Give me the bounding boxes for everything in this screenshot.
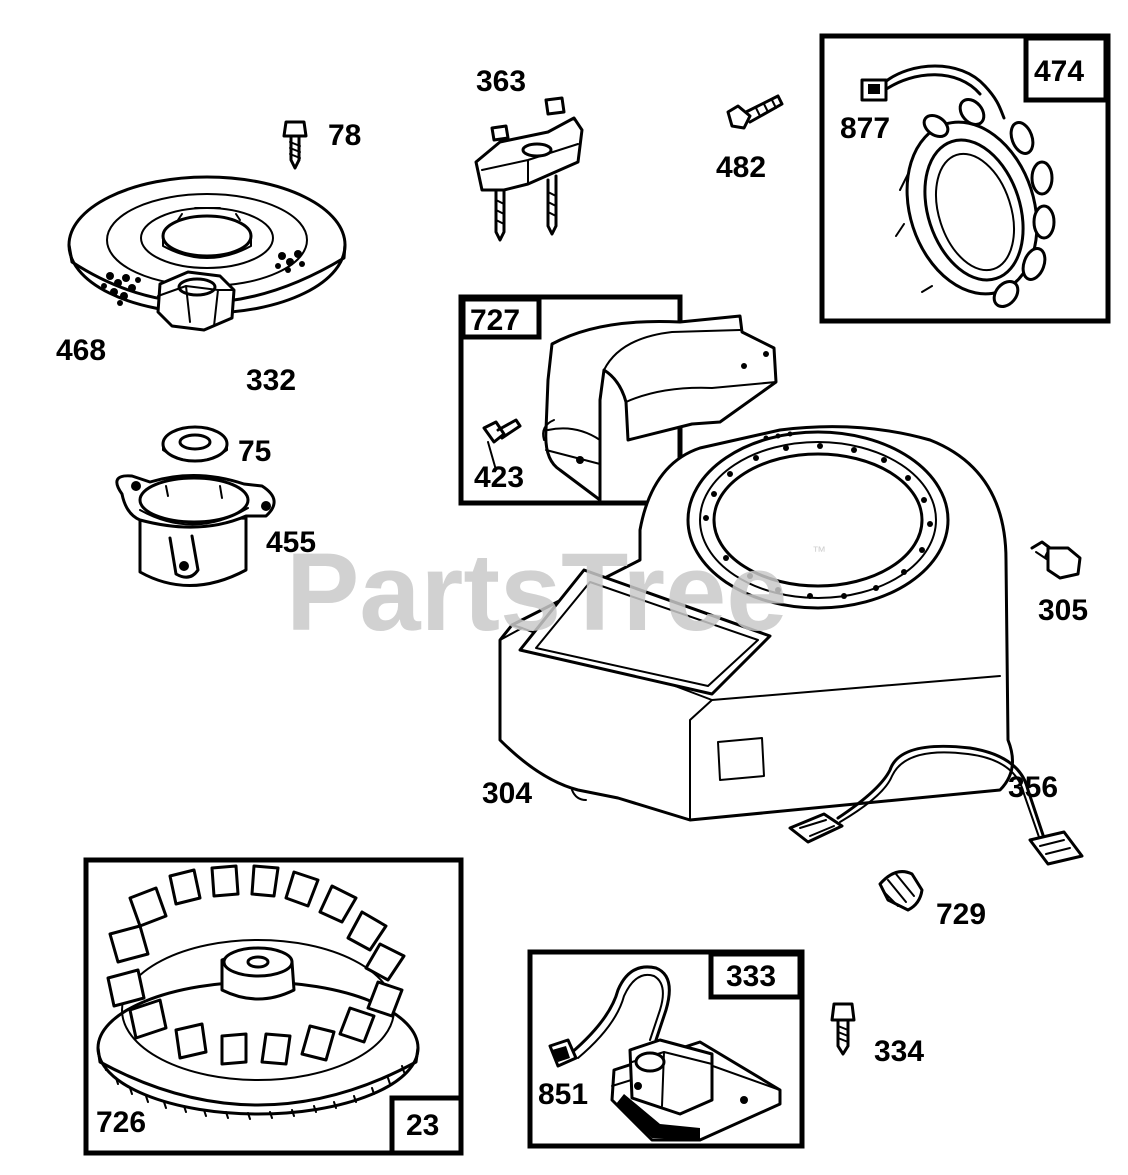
part-78-screw[interactable]: [282, 120, 308, 170]
callout-726: 726: [96, 1106, 146, 1139]
watermark-trademark: ™: [812, 543, 826, 559]
part-482-bolt[interactable]: [726, 94, 784, 130]
box-23-tag: [389, 1095, 464, 1156]
callout-23: 23: [406, 1109, 439, 1142]
box-474-tag: [1023, 35, 1109, 103]
part-356-ground-wire[interactable]: [788, 744, 1084, 866]
box-333-frame: [527, 949, 805, 1149]
part-727-air-guide[interactable]: [542, 314, 778, 502]
callout-363: 363: [476, 65, 526, 98]
callout-877: 877: [840, 112, 890, 145]
part-305-screw[interactable]: [1030, 540, 1082, 580]
callout-455: 455: [266, 526, 316, 559]
callout-423: 423: [474, 461, 524, 494]
callout-78: 78: [328, 119, 361, 152]
box-23-frame: [83, 857, 464, 1156]
part-332-flywheel-nut[interactable]: [156, 270, 236, 332]
part-363-bracket[interactable]: [474, 96, 584, 242]
callout-332: 332: [246, 364, 296, 397]
box-474-frame: [819, 33, 1111, 324]
callout-305: 305: [1038, 594, 1088, 627]
part-333-ignition-coil[interactable]: [548, 965, 782, 1142]
part-334-screw[interactable]: [830, 1002, 856, 1056]
part-455-starter-cup[interactable]: [115, 474, 276, 587]
part-726-flywheel[interactable]: [96, 864, 420, 1120]
box-333-tag: [708, 951, 803, 1000]
callout-334: 334: [874, 1035, 924, 1068]
part-304-blower-housing[interactable]: [498, 425, 1014, 822]
callout-474: 474: [1034, 55, 1084, 88]
part-423-screw[interactable]: [482, 418, 522, 471]
callout-727: 727: [470, 304, 520, 337]
callout-75: 75: [238, 435, 271, 468]
part-75-washer[interactable]: [161, 425, 229, 463]
callout-333: 333: [726, 960, 776, 993]
callout-304: 304: [482, 777, 532, 810]
box-727-tag: [460, 296, 542, 340]
callout-851: 851: [538, 1078, 588, 1111]
callout-729: 729: [936, 898, 986, 931]
part-474-alternator[interactable]: [860, 64, 1058, 311]
part-729-terminal[interactable]: [878, 870, 924, 912]
callout-482: 482: [716, 151, 766, 184]
callout-468: 468: [56, 334, 106, 367]
callout-356: 356: [1008, 771, 1058, 804]
watermark-partstree: PartsTree: [286, 531, 787, 654]
